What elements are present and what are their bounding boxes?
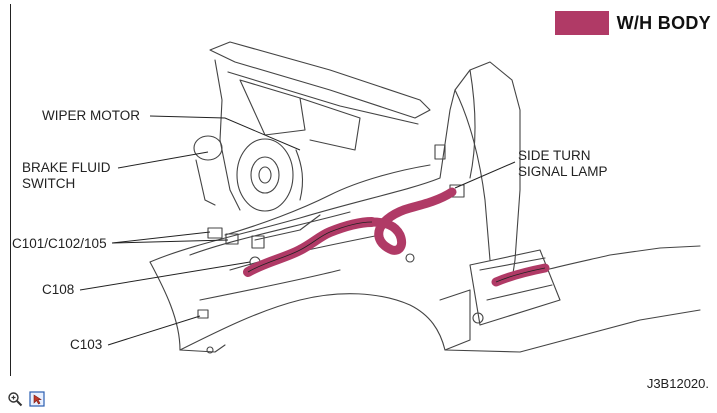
- leader-c103: [107, 315, 201, 346]
- label-c103: C103: [70, 337, 103, 352]
- strut-tower: [236, 138, 294, 212]
- label-c101-c102-105: C101/C102/105: [12, 236, 107, 251]
- leader-c108: [79, 261, 251, 291]
- fender-outline: [149, 61, 701, 281]
- label-brake-fluid-switch: BRAKE FLUID SWITCH: [22, 160, 111, 191]
- label-side-turn-signal-lamp: SIDE TURN SIGNAL LAMP: [518, 148, 608, 179]
- select-icon[interactable]: [28, 390, 46, 408]
- harness-main: [243, 217, 377, 277]
- legend: W/H BODY: [554, 10, 711, 36]
- leader-c101-b: [111, 239, 229, 244]
- harness-branch-lamp: [367, 187, 457, 255]
- leader-c101-a: [111, 231, 211, 244]
- diagram-frame: WIPER MOTOR BRAKE FLUID SWITCH C101/C102…: [10, 4, 711, 391]
- leader-side-turn: [454, 161, 516, 189]
- image-toolbar: [6, 390, 46, 408]
- left-border: [10, 4, 11, 376]
- brake-fluid-reservoir: [193, 135, 223, 161]
- wiring-diagram: [79, 41, 701, 354]
- leader-brake-fluid: [117, 151, 209, 169]
- zoom-in-icon[interactable]: [6, 390, 24, 408]
- legend-label: W/H BODY: [616, 12, 711, 33]
- legend-swatch: [554, 11, 609, 35]
- label-c108: C108: [42, 282, 75, 297]
- label-wiper-motor: WIPER MOTOR: [42, 108, 141, 123]
- harness-rear: [491, 263, 550, 287]
- cowl-panel: [209, 41, 431, 119]
- rocker-panel: [469, 249, 561, 326]
- leader-wiper-motor: [149, 115, 301, 151]
- figure-code: J3B12020.: [646, 376, 709, 391]
